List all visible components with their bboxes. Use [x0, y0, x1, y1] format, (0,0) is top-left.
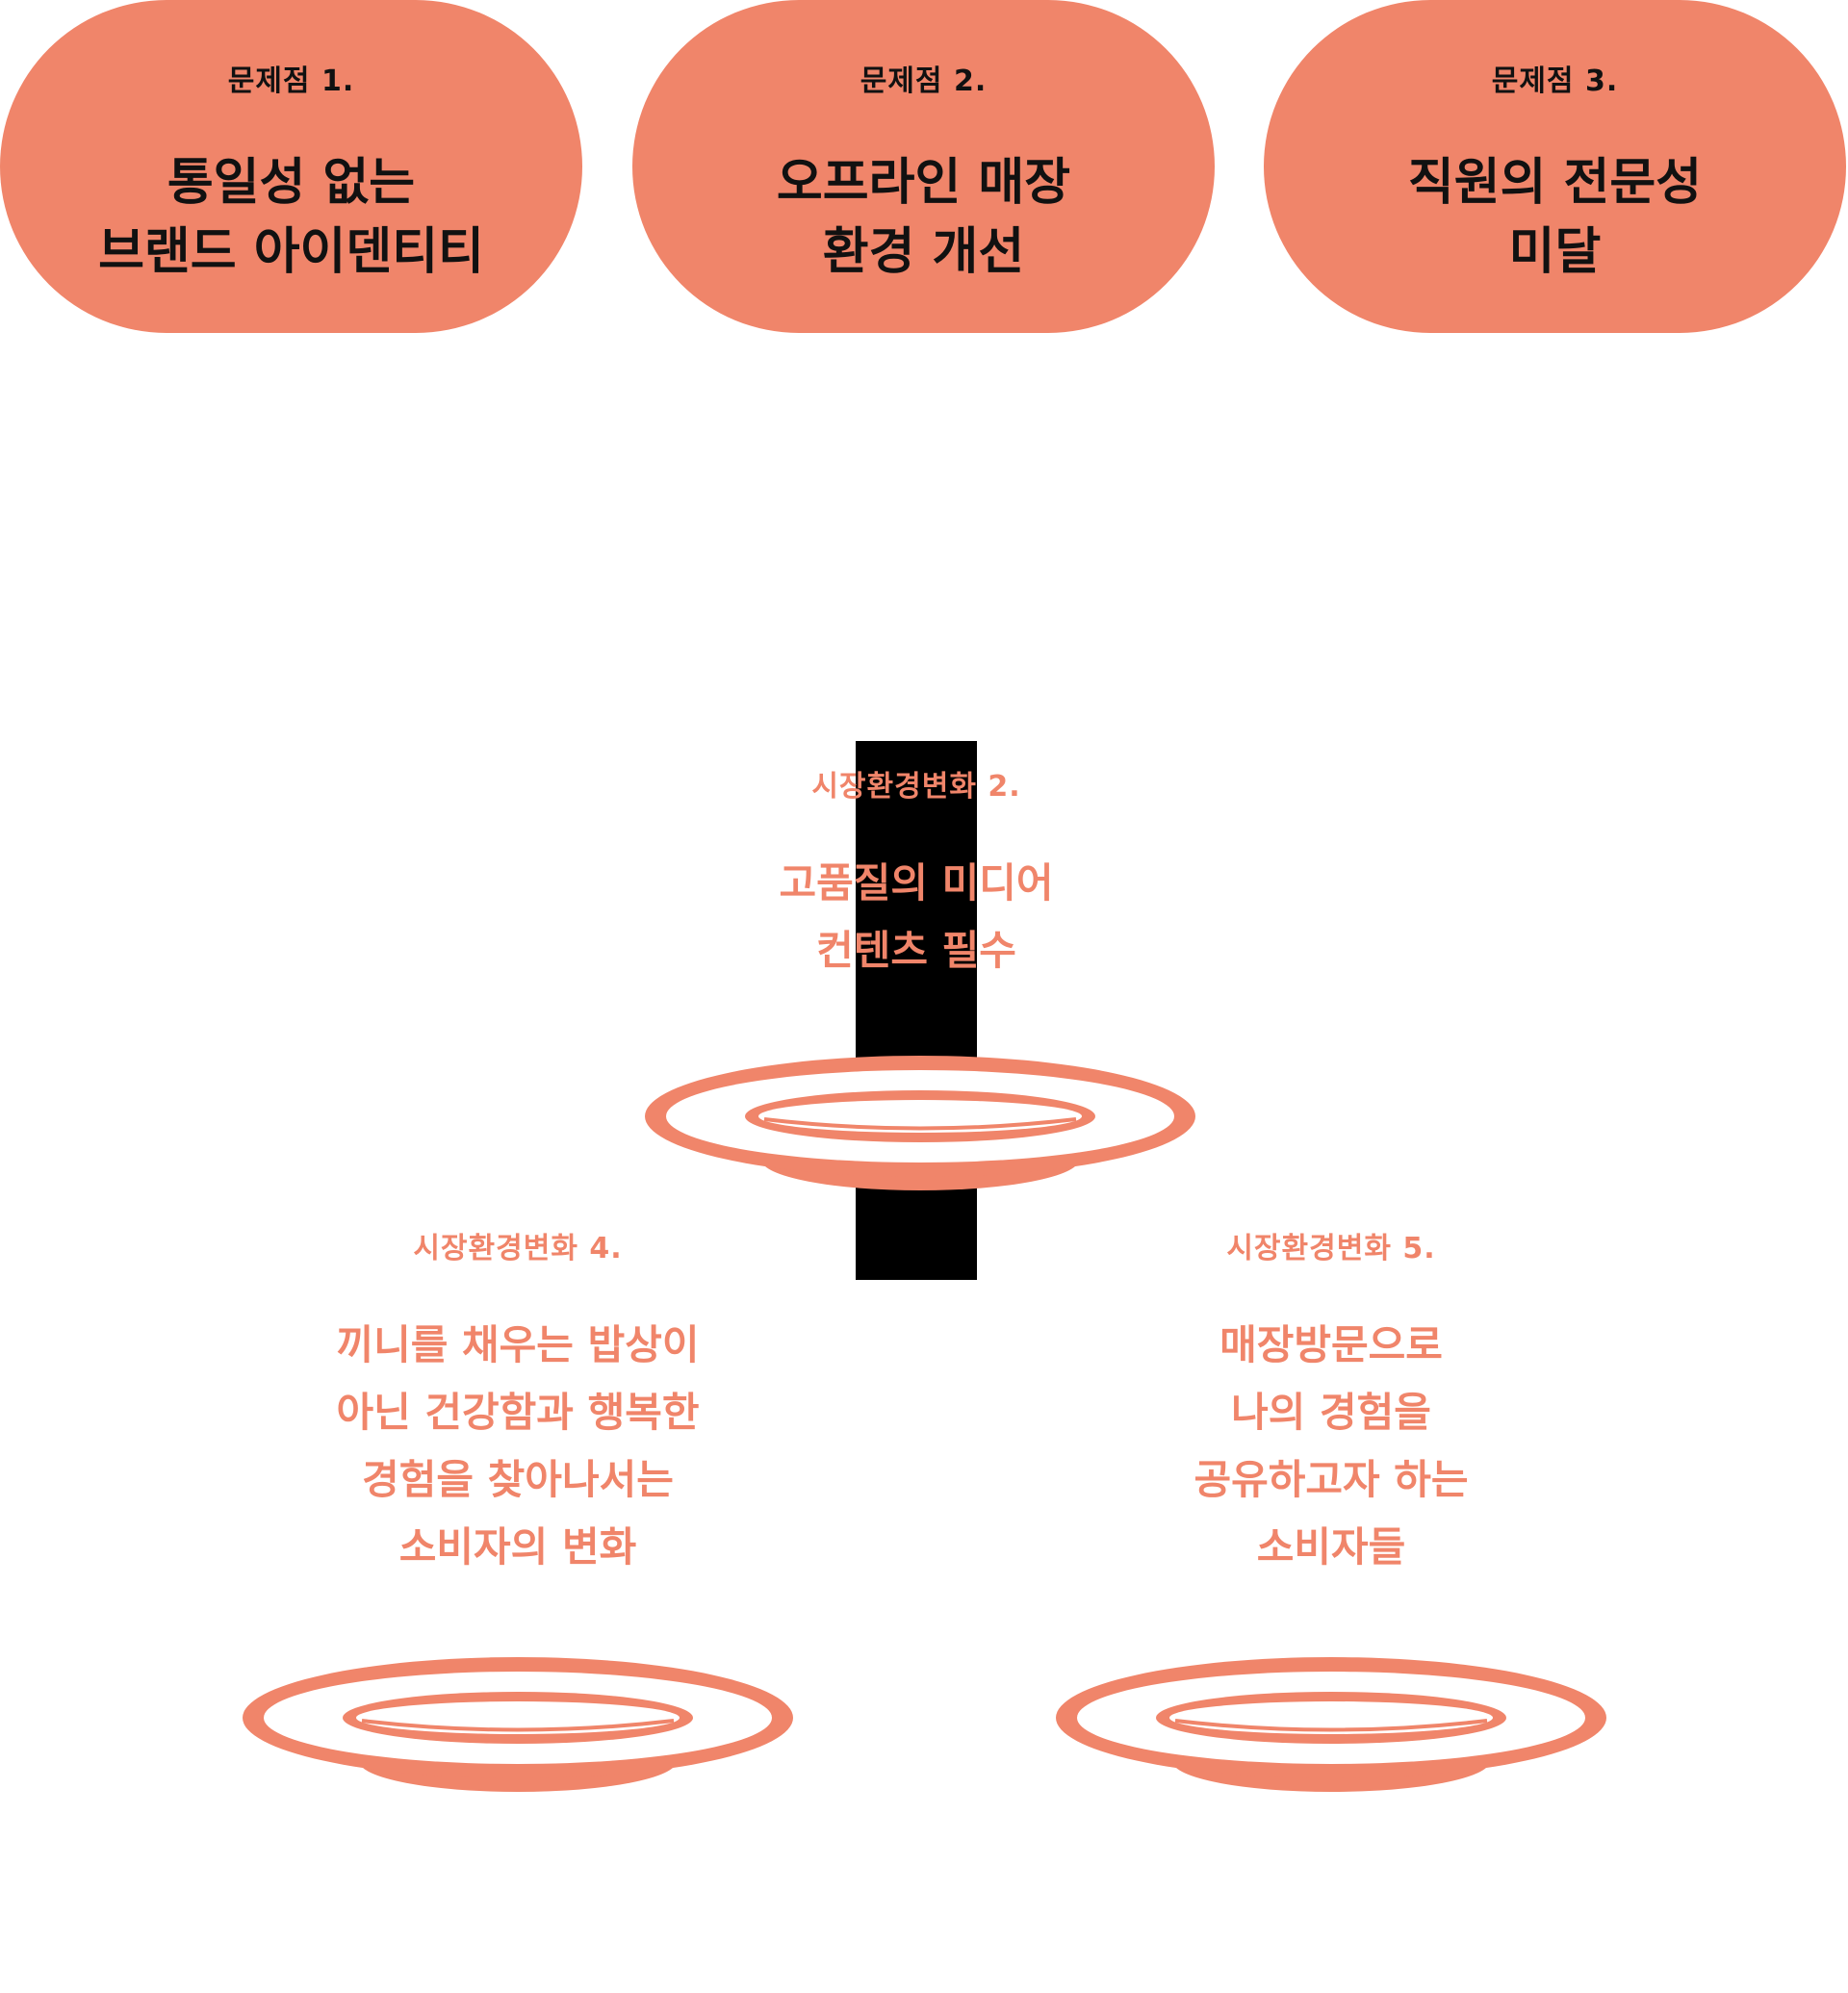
change-number: 시장환경변화 2.	[811, 770, 1021, 804]
problem-title: 통일성 없는 브랜드 아이덴티티	[98, 154, 484, 281]
problem-number: 문제점 3.	[1491, 64, 1619, 98]
change-title: 고품질의 미디어 컨텐츠 필수	[779, 859, 1054, 974]
plate-icon	[645, 1056, 1195, 1190]
problem-card-3: 문제점 3. 직원의 전문성 미달	[1264, 0, 1846, 333]
problem-card-1: 문제점 1. 통일성 없는 브랜드 아이덴티티	[0, 0, 582, 333]
change-number: 시장환경변화 5.	[1226, 1232, 1436, 1265]
plate-icon	[243, 1657, 793, 1792]
problem-title: 오프라인 매장 환경 개선	[776, 154, 1071, 281]
problem-number: 문제점 1.	[227, 64, 355, 98]
market-change-5: 시장환경변화 5. 매장방문으로 나의 경험을 공유하고자 하는 소비자들	[1091, 1225, 1572, 1581]
market-change-2: 시장환경변화 2. 고품질의 미디어 컨텐츠 필수	[724, 763, 1109, 984]
problem-number: 문제점 2.	[860, 64, 988, 98]
problem-card-2: 문제점 2. 오프라인 매장 환경 개선	[632, 0, 1215, 333]
change-title: 매장방문으로 나의 경험을 공유하고자 하는 소비자들	[1194, 1321, 1469, 1571]
plate-icon	[1056, 1657, 1606, 1792]
market-change-4: 시장환경변화 4. 끼니를 채우는 밥상이 아닌 건강함과 행복한 경험을 찾아…	[277, 1225, 758, 1581]
change-title: 끼니를 채우는 밥상이 아닌 건강함과 행복한 경험을 찾아나서는 소비자의 변…	[336, 1321, 700, 1571]
problem-title: 직원의 전문성 미달	[1407, 154, 1703, 281]
change-number: 시장환경변화 4.	[413, 1232, 623, 1265]
